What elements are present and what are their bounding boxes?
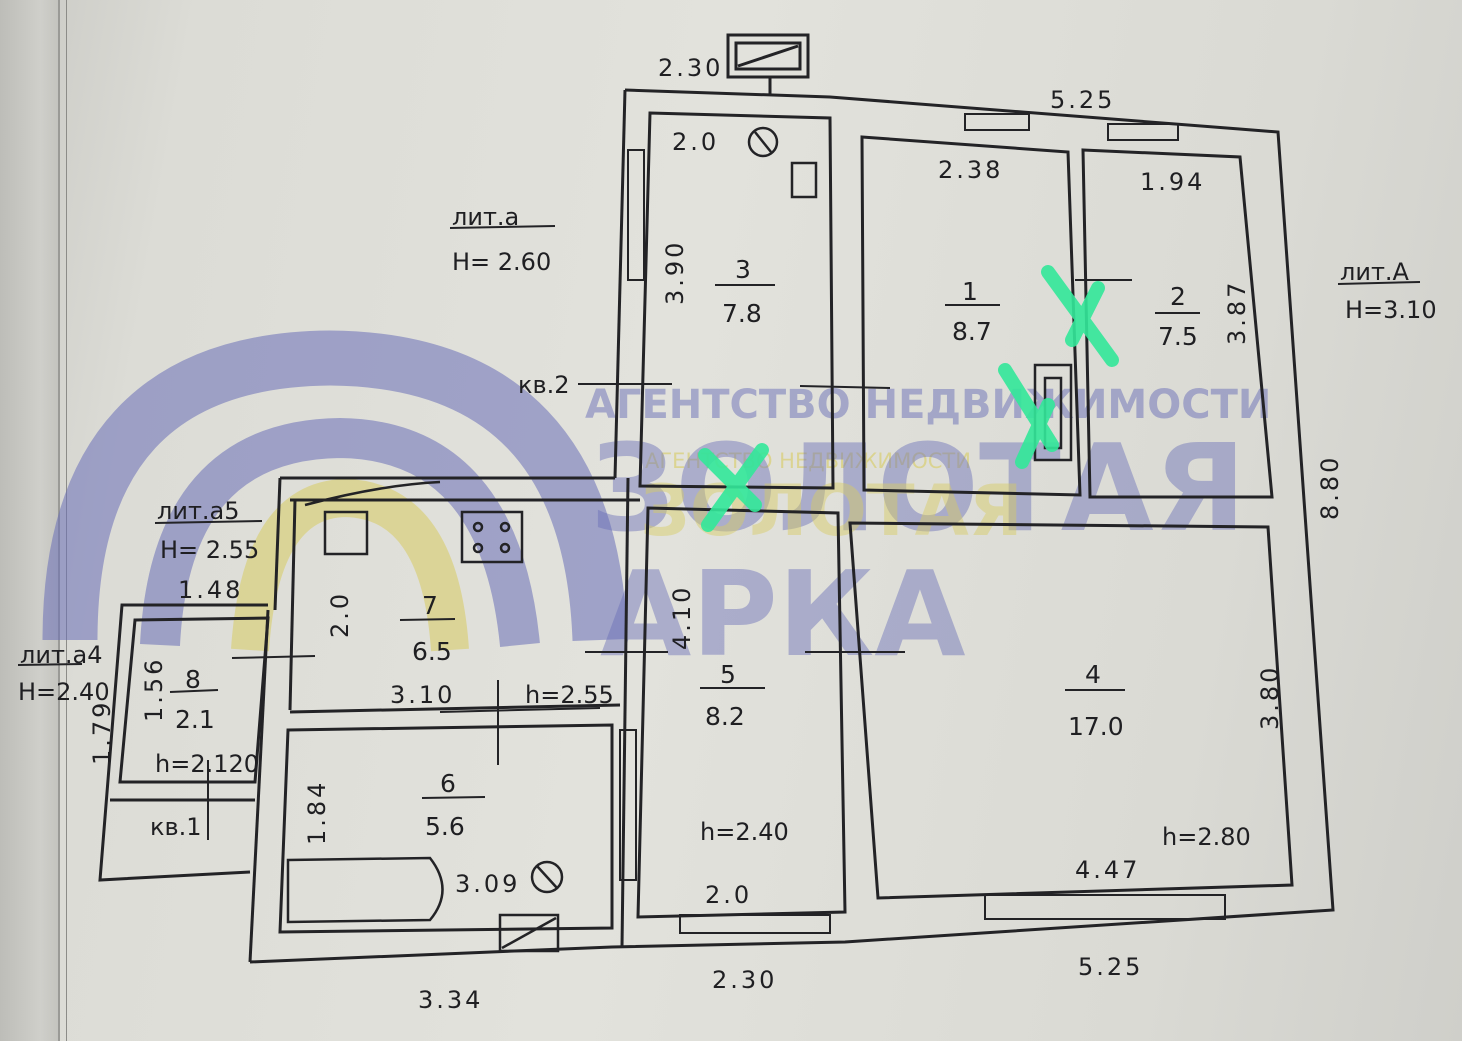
outer-wall-left-upper bbox=[613, 89, 627, 479]
room8-outer bbox=[98, 603, 268, 882]
watermark-brand-1-yellow: ЗОЛОТАЯ bbox=[640, 470, 1023, 552]
dim-room4-width: 4.47 bbox=[1075, 856, 1140, 884]
x-mark-2 bbox=[998, 363, 1059, 469]
chimney-icon bbox=[726, 33, 810, 95]
x-mark-3 bbox=[698, 443, 769, 532]
dim-room5-height: 4.10 bbox=[668, 585, 696, 650]
watermark-arc-outer bbox=[42, 330, 628, 642]
watermark-arc-yellow bbox=[231, 478, 469, 652]
room-3-area: 7.8 bbox=[722, 299, 762, 328]
room-5-height: h=2.40 bbox=[700, 818, 789, 846]
window-room1 bbox=[964, 113, 1030, 131]
lit-a-small-height: Н= 2.60 bbox=[452, 248, 551, 276]
watermark-brand-2: АРКА bbox=[600, 545, 966, 683]
lit-a4-height: Н=2.40 bbox=[18, 678, 110, 706]
water-heater-icon bbox=[530, 860, 564, 894]
window-room2 bbox=[1107, 123, 1179, 141]
room-8-area: 2.1 bbox=[175, 705, 215, 734]
dim-top-left: 2.30 bbox=[658, 54, 723, 82]
window-room5 bbox=[679, 914, 831, 934]
apt-2-label: кв.2 bbox=[518, 371, 570, 399]
dim-room3-height: 3.90 bbox=[661, 240, 689, 305]
room-2-number: 2 bbox=[1170, 282, 1186, 311]
room-4-height: h=2.80 bbox=[1162, 823, 1251, 851]
room-6-area: 5.6 bbox=[425, 812, 465, 841]
dim-bottom-left: 3.34 bbox=[418, 986, 483, 1014]
dim-room6-height: 1.84 bbox=[303, 780, 331, 845]
sink-icon bbox=[323, 510, 369, 556]
green-x-marks bbox=[698, 265, 1119, 532]
windows bbox=[619, 113, 1226, 934]
counter-curve bbox=[304, 480, 441, 507]
dim-left-annex-height: 1.79 bbox=[88, 700, 116, 765]
meter-icon bbox=[790, 161, 818, 199]
dim-bottom-right: 5.25 bbox=[1078, 953, 1143, 981]
room7-bottom bbox=[289, 703, 621, 714]
room-7-area: 6.5 bbox=[412, 637, 452, 666]
lit-A-height: Н=3.10 bbox=[1345, 296, 1437, 324]
dim-room4-height: 3.80 bbox=[1256, 665, 1284, 730]
gas-boiler-icon bbox=[747, 126, 779, 158]
room3-walls bbox=[638, 111, 835, 490]
lit-a5-height: Н= 2.55 bbox=[160, 536, 259, 564]
room4-walls bbox=[848, 521, 1294, 900]
fraction-bars bbox=[17, 225, 1421, 799]
watermark-arc-inner bbox=[140, 417, 540, 647]
annex-left-inner bbox=[288, 499, 297, 711]
door-icon bbox=[498, 913, 560, 953]
room-2-area: 7.5 bbox=[1158, 322, 1198, 351]
dim-room1-width: 2.38 bbox=[938, 156, 1003, 184]
walls bbox=[98, 88, 1335, 964]
room2-walls bbox=[1081, 148, 1274, 499]
cooktop-icon bbox=[460, 510, 524, 564]
outer-wall bbox=[249, 88, 1335, 964]
room-7-number: 7 bbox=[422, 591, 438, 620]
room-5-area: 8.2 bbox=[705, 702, 745, 731]
room-8-number: 8 bbox=[185, 665, 201, 694]
dim-room7-height: 2.0 bbox=[326, 591, 354, 638]
room-1-number: 1 bbox=[962, 277, 978, 306]
dim-bottom-middle: 2.30 bbox=[712, 966, 777, 994]
x-mark-1 bbox=[1041, 265, 1119, 367]
dim-room2-width: 1.94 bbox=[1140, 168, 1205, 196]
dim-right-total: 8.80 bbox=[1316, 455, 1344, 520]
lit-a-small-name: лит.а bbox=[452, 203, 519, 231]
dim-room3-width: 2.0 bbox=[672, 128, 719, 156]
dim-room6-width: 3.09 bbox=[455, 870, 520, 898]
room6-walls bbox=[278, 723, 614, 934]
room1-walls bbox=[860, 135, 1082, 497]
dim-room8-height: 1.56 bbox=[140, 657, 168, 722]
bathtub-icon bbox=[286, 856, 444, 924]
annex-left-outer bbox=[273, 477, 282, 611]
room-8-height: h=2.120 bbox=[155, 750, 259, 778]
watermark-brand-1: ЗОЛОТАЯ bbox=[590, 420, 1246, 559]
dim-room5-width: 2.0 bbox=[705, 881, 752, 909]
room-4-number: 4 bbox=[1085, 660, 1101, 689]
room-5-number: 5 bbox=[720, 660, 736, 689]
room-6-number: 6 bbox=[440, 769, 456, 798]
dim-room7-width: 3.10 bbox=[390, 681, 455, 709]
watermark-agency: АГЕНТСТВО НЕДВИЖИМОСТИ bbox=[585, 382, 1271, 428]
dim-room2-height: 3.87 bbox=[1223, 280, 1251, 345]
window-room3 bbox=[627, 149, 645, 281]
room5-walls bbox=[636, 506, 847, 919]
dividers bbox=[207, 279, 1132, 840]
apt-1-label: кв.1 bbox=[150, 813, 202, 841]
dim-top-right: 5.25 bbox=[1050, 86, 1115, 114]
lit-A-name: лит.А bbox=[1340, 258, 1410, 286]
lit-a4-name: лит.а4 bbox=[20, 641, 103, 669]
watermark-logo bbox=[42, 330, 628, 652]
lit-a5-name: лит.а5 bbox=[157, 497, 240, 525]
window-room5-left bbox=[619, 729, 637, 881]
room-1-area: 8.7 bbox=[952, 317, 992, 346]
window-room4 bbox=[984, 894, 1226, 920]
room-7-height: h=2.55 bbox=[525, 681, 614, 709]
dim-room8-width: 1.48 bbox=[178, 576, 243, 604]
middle-wall-left bbox=[620, 477, 630, 948]
room-3-number: 3 bbox=[735, 255, 751, 284]
room8-walls bbox=[118, 616, 270, 784]
room-4-area: 17.0 bbox=[1068, 712, 1124, 741]
